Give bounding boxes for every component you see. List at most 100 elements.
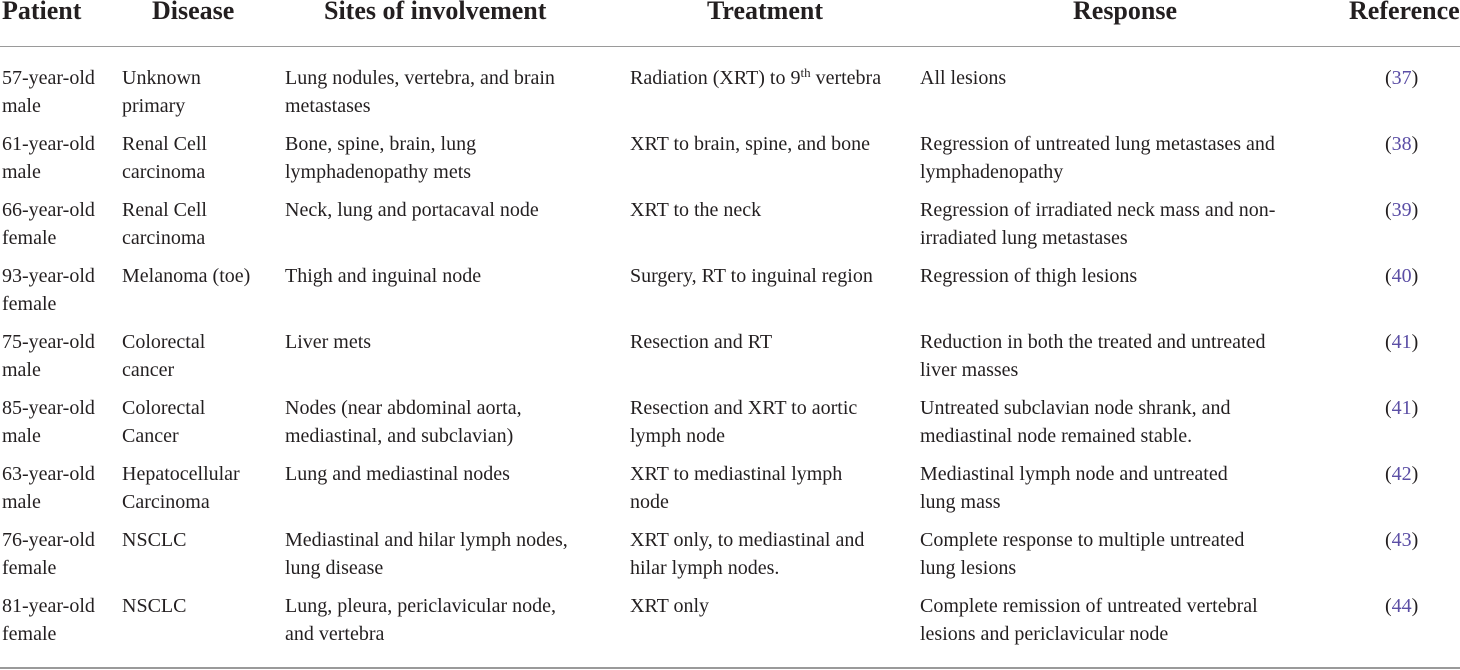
cell-treatment: Resection and XRT to aortic lymph node xyxy=(630,394,857,450)
reference-close-paren: ) xyxy=(1411,331,1419,353)
reference-link[interactable]: 39 xyxy=(1391,199,1412,221)
cell-sites: Lung, pleura, periclavicular node,and ve… xyxy=(285,592,556,648)
cell-sites-line: Thigh and inguinal node xyxy=(285,265,482,287)
cell-response: Reduction in both the treated and untrea… xyxy=(920,328,1265,384)
cell-response-line: lesions and periclavicular node xyxy=(920,623,1169,645)
header-treatment: Treatment xyxy=(707,0,823,25)
treatment-text-suffix: vertebra xyxy=(810,67,882,89)
cell-sites-line: Bone, spine, brain, lung xyxy=(285,133,477,155)
cell-patient-line: female xyxy=(2,293,57,315)
cell-treatment-line: Resection and XRT to aortic xyxy=(630,394,857,422)
cell-reference: (42) xyxy=(1385,460,1418,488)
reference-open-paren: ( xyxy=(1385,133,1392,155)
cell-treatment-line: hilar lymph nodes. xyxy=(630,557,780,579)
cell-sites-line: Lung, pleura, periclavicular node, xyxy=(285,595,556,617)
cell-patient-line: 61-year-old xyxy=(2,133,95,155)
cell-response: Regression of irradiated neck mass and n… xyxy=(920,196,1275,252)
cell-sites-line: lymphadenopathy mets xyxy=(285,161,472,183)
header-response: Response xyxy=(1073,0,1178,25)
reference-link[interactable]: 44 xyxy=(1391,595,1412,617)
treatment-text: Radiation (XRT) to 9 xyxy=(630,67,801,89)
cell-treatment: Resection and RT xyxy=(630,328,772,356)
treatment-text: Surgery, RT to inguinal region xyxy=(630,265,873,287)
cell-disease-line: Carcinoma xyxy=(122,491,210,513)
reference-open-paren: ( xyxy=(1385,397,1392,419)
cell-sites: Mediastinal and hilar lymph nodes, lung d… xyxy=(285,526,568,582)
cell-treatment-line: lymph node xyxy=(630,425,725,447)
reference-close-paren: ) xyxy=(1411,595,1419,617)
cell-response-line: lung lesions xyxy=(920,557,1017,579)
cell-treatment-line: XRT only xyxy=(630,592,709,620)
cell-reference: (41) xyxy=(1385,394,1418,422)
cell-patient-line: male xyxy=(2,491,41,513)
reference-close-paren: ) xyxy=(1411,397,1419,419)
header-reference: Reference xyxy=(1349,0,1460,25)
reference-link[interactable]: 42 xyxy=(1391,463,1412,485)
treatment-superscript: th xyxy=(800,65,811,80)
cell-sites-line: Nodes (near abdominal aorta, xyxy=(285,397,522,419)
cell-reference: (44) xyxy=(1385,592,1418,620)
reference-link[interactable]: 38 xyxy=(1391,133,1412,155)
reference-link[interactable]: 40 xyxy=(1391,265,1412,287)
table-header: Patient Disease Sites of involvement Tre… xyxy=(0,0,1460,47)
cell-patient-line: 57-year-old xyxy=(2,67,95,89)
reference-open-paren: ( xyxy=(1385,463,1392,485)
cell-treatment: XRT to the neck xyxy=(630,196,761,224)
cell-sites: Liver mets xyxy=(285,328,371,356)
cell-treatment-line: XRT only, to mediastinal and xyxy=(630,526,864,554)
cell-response-line: Mediastinal lymph node and untreated xyxy=(920,463,1228,485)
cell-treatment-line: XRT to mediastinal lymph xyxy=(630,460,842,488)
reference-close-paren: ) xyxy=(1411,199,1419,221)
cell-treatment-line: node xyxy=(630,491,669,513)
cell-treatment-line: Resection and RT xyxy=(630,328,772,356)
reference-link[interactable]: 41 xyxy=(1391,331,1412,353)
cell-disease-line: NSCLC xyxy=(122,529,187,551)
cell-treatment-line: Radiation (XRT) to 9th vertebra xyxy=(630,64,881,92)
reference-link[interactable]: 41 xyxy=(1391,397,1412,419)
cell-sites-line: metastases xyxy=(285,95,371,117)
cell-disease-line: Hepatocellular xyxy=(122,463,240,485)
cell-disease-line: Melanoma (toe) xyxy=(122,265,251,287)
cell-response-line: Untreated subclavian node shrank, and xyxy=(920,397,1231,419)
reference-link[interactable]: 37 xyxy=(1391,67,1412,89)
cell-treatment: XRT only, to mediastinal and hilar lymph … xyxy=(630,526,864,582)
reference-open-paren: ( xyxy=(1385,67,1392,89)
cell-response-line: Regression of untreated lung metastases … xyxy=(920,133,1275,155)
cell-response-line: Complete response to multiple untreated xyxy=(920,529,1245,551)
reference-open-paren: ( xyxy=(1385,331,1392,353)
reference-open-paren: ( xyxy=(1385,265,1392,287)
cell-disease-line: cancer xyxy=(122,359,175,381)
cell-patient-line: 85-year-old xyxy=(2,397,95,419)
cell-sites-line: Lung nodules, vertebra, and brain xyxy=(285,67,555,89)
cell-sites-line: lung disease xyxy=(285,557,384,579)
cell-sites: Bone, spine, brain, lung lymphadenopathy … xyxy=(285,130,476,186)
cell-disease-line: primary xyxy=(122,95,186,117)
cell-response-line: lymphadenopathy xyxy=(920,161,1064,183)
treatment-text: XRT to mediastinal lymph xyxy=(630,463,843,485)
reference-link[interactable]: 43 xyxy=(1391,529,1412,551)
cell-sites: Lung nodules, vertebra, and brain metasta… xyxy=(285,64,555,120)
cell-patient-line: male xyxy=(2,359,41,381)
cell-sites-line: Neck, lung and portacaval node xyxy=(285,199,539,221)
header-patient: Patient xyxy=(2,0,82,25)
reference-open-paren: ( xyxy=(1385,529,1392,551)
cell-response-line: liver masses xyxy=(920,359,1019,381)
bottom-rule xyxy=(0,667,1460,669)
cell-patient-line: female xyxy=(2,227,57,249)
cell-sites: Thigh and inguinal node xyxy=(285,262,481,290)
cell-disease: NSCLC xyxy=(122,592,186,620)
cell-sites-line: Mediastinal and hilar lymph nodes, xyxy=(285,529,568,551)
